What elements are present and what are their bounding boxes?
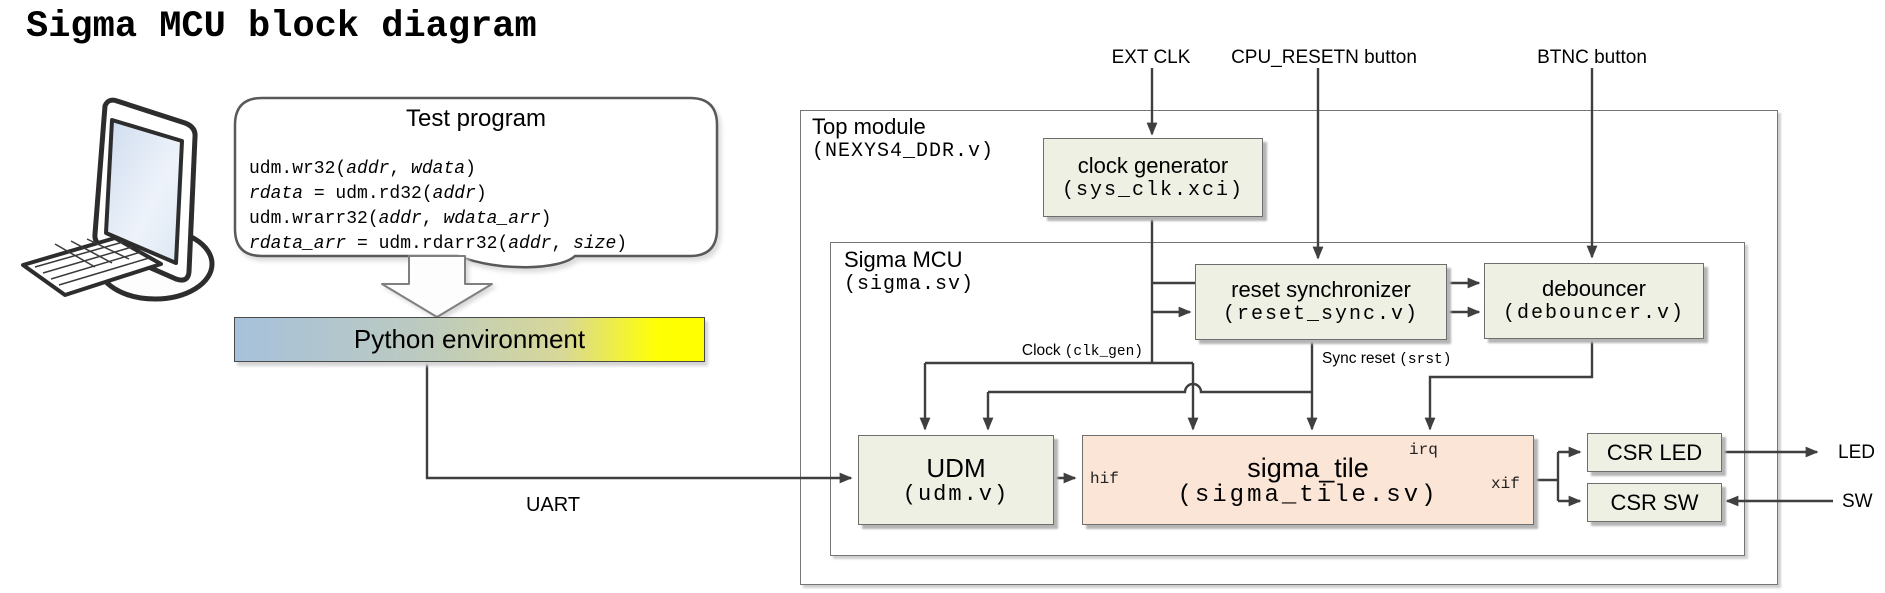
irq-port-label: irq (1409, 441, 1438, 459)
sw-label: SW (1842, 491, 1873, 512)
monitor-screen (104, 118, 184, 265)
wire-uart (425, 361, 853, 484)
top-module-name: Top module (812, 114, 926, 139)
uart-label: UART (525, 494, 581, 516)
sigma-tile-block: sigma_tile (sigma_tile.sv) hif irq xif (1082, 435, 1534, 525)
top-module-box (800, 110, 1778, 585)
udm-block: UDM (udm.v) (858, 435, 1054, 525)
flow-down-arrow (381, 255, 493, 318)
computer-icon (21, 97, 215, 302)
csr-sw-block: CSR SW (1587, 483, 1722, 522)
top-module-label: Top module (NEXYS4_DDR.v) (812, 114, 994, 164)
test-program-title: Test program (405, 105, 547, 132)
sync-reset-net-label: Sync reset(srst) (1322, 350, 1452, 368)
code-line-3: udm.wrarr32(addr, wdata_arr) (249, 209, 552, 229)
top-module-file: (NEXYS4_DDR.v) (812, 140, 995, 163)
code-line-4: rdata_arr = udm.rdarr32(addr, size) (249, 234, 628, 254)
diagram-title: Sigma MCU block diagram (26, 6, 537, 48)
sigma-mcu-file: (sigma.sv) (844, 273, 975, 296)
clock-generator-block: clock generator (sys_clk.xci) (1043, 138, 1263, 217)
btnc-label: BTNC button (1537, 47, 1647, 68)
debouncer-block: debouncer (debouncer.v) (1484, 263, 1704, 339)
csr-led-block: CSR LED (1587, 433, 1722, 472)
sigma-mcu-name: Sigma MCU (844, 247, 963, 272)
ext-clk-label: EXT CLK (1111, 47, 1191, 68)
keyboard-keys (34, 238, 150, 286)
cpu-resetn-label: CPU_RESETN button (1231, 47, 1417, 68)
reset-synchronizer-block: reset synchronizer (reset_sync.v) (1195, 264, 1447, 340)
clock-net-label: Clock(clk_gen) (1021, 342, 1143, 360)
hif-port-label: hif (1090, 470, 1119, 488)
led-label: LED (1838, 442, 1875, 463)
test-program-code: udm.wr32(addr, wdata) rdata = udm.rd32(a… (249, 157, 627, 257)
python-environment-bar: Python environment (234, 317, 705, 362)
sigma-mcu-label: Sigma MCU (sigma.sv) (844, 247, 974, 297)
python-environment-label: Python environment (353, 324, 586, 354)
code-line-1: udm.wr32(addr, wdata) (249, 159, 476, 179)
xif-port-label: xif (1491, 475, 1520, 493)
code-line-2: rdata = udm.rd32(addr) (249, 184, 487, 204)
